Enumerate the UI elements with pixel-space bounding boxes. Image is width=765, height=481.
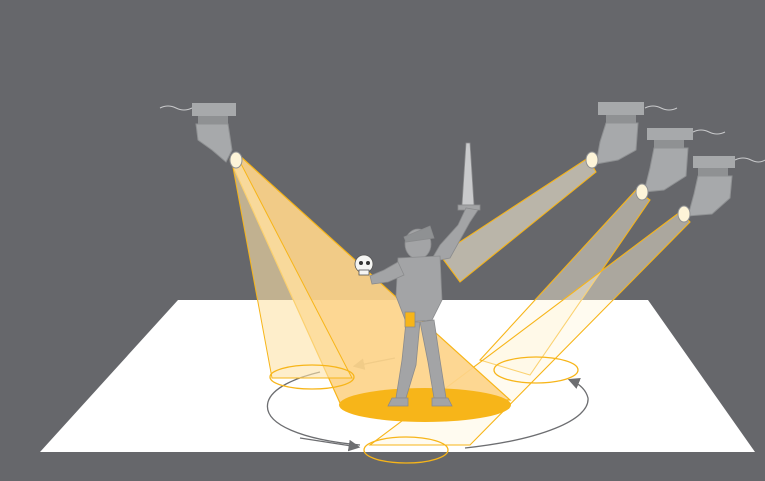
spot-active: [339, 388, 511, 422]
